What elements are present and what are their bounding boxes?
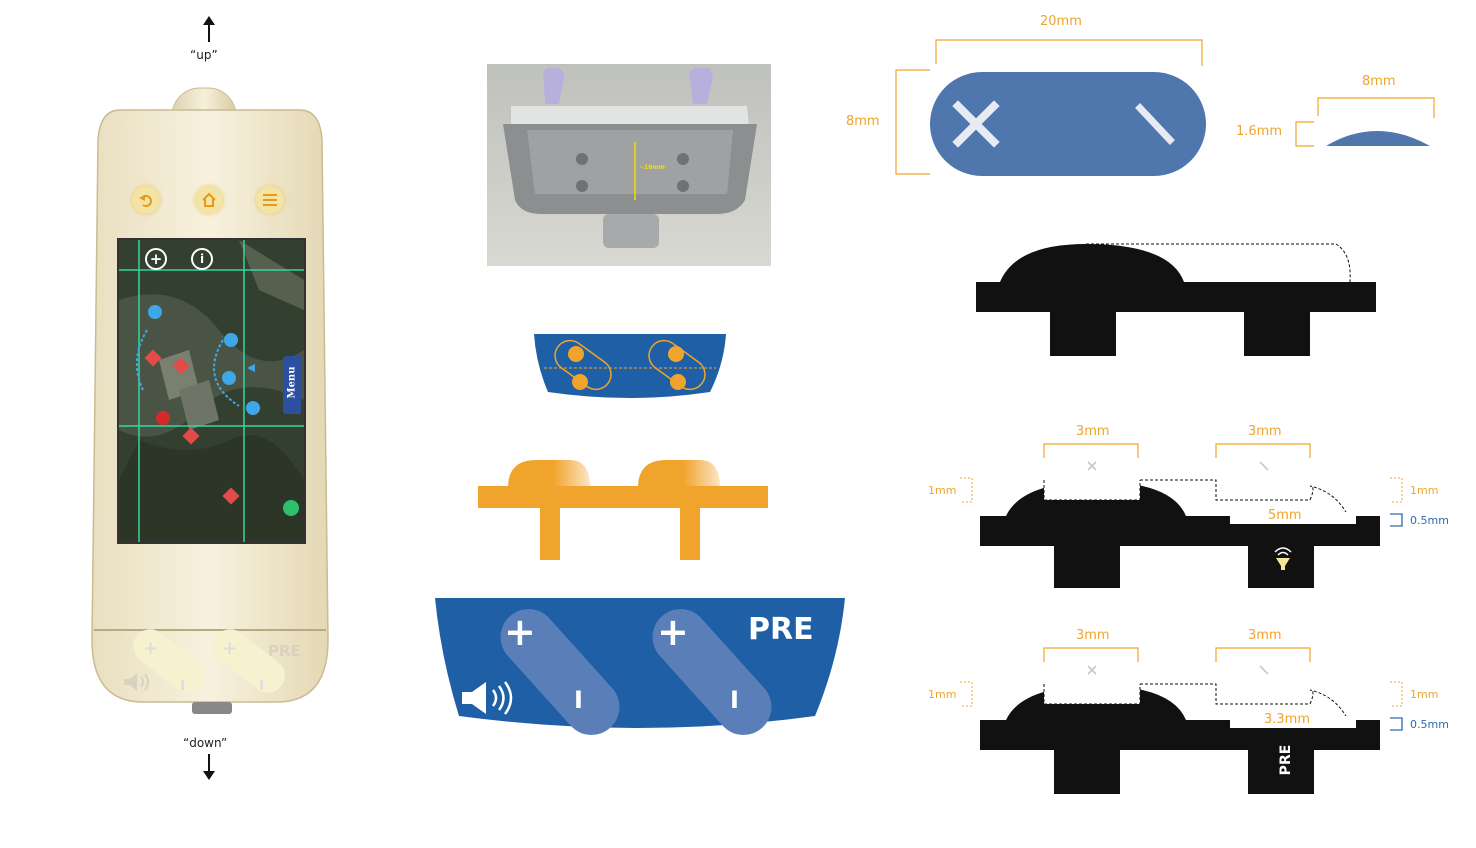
cross2-small-slash-icon	[1259, 461, 1269, 471]
flashlight-icon	[1274, 547, 1292, 570]
cross3-shape	[980, 683, 1380, 794]
side-dome	[1295, 97, 1435, 147]
side-menu-label: Menu	[286, 366, 298, 399]
photo-measure-label: ~16mm	[639, 164, 665, 171]
cross2-right-gap-label: 3mm	[1248, 424, 1282, 439]
cross3-dims	[1043, 647, 1311, 662]
side-height-label: 1.6mm	[1236, 124, 1283, 139]
map-view	[119, 240, 304, 542]
width-20mm-label: 20mm	[1040, 14, 1082, 29]
device-btn1-plus[interactable]: +	[143, 638, 159, 659]
down-label: “down”	[183, 736, 228, 750]
back-icon	[139, 195, 152, 207]
cross2-right-bracket	[1390, 477, 1403, 503]
big-btn1-minus[interactable]: I	[574, 686, 583, 714]
device-bottom-buttons	[133, 629, 285, 693]
cross3-pre-label: PRE	[1278, 744, 1294, 776]
top-pill	[930, 72, 1206, 176]
render-photo: ~16mm	[487, 64, 771, 266]
cross3-right-gap-label: 3mm	[1248, 628, 1282, 643]
big-btn1-plus[interactable]: +	[504, 610, 536, 654]
cross3-right-bracket	[1390, 681, 1403, 707]
cross2-dims	[1043, 443, 1311, 458]
big-keypad-pre-label: PRE	[748, 612, 814, 647]
orange-section	[478, 460, 768, 560]
device-screen[interactable]: + i Menu	[117, 238, 306, 544]
cross3-slot-label: 3.3mm	[1264, 712, 1311, 727]
big-speaker-icon	[462, 681, 513, 715]
top-dim-lines	[895, 39, 1203, 175]
list-icon	[263, 194, 277, 206]
home-button[interactable]	[195, 186, 223, 214]
side-width-label: 8mm	[1362, 74, 1396, 89]
big-keypad-shape	[435, 598, 845, 735]
device-btn1-minus[interactable]: I	[180, 678, 186, 694]
cross3-left-height-label: 1mm	[928, 688, 957, 701]
cross2-left-height-label: 1mm	[928, 484, 957, 497]
cross2-left-gap-label: 3mm	[1076, 424, 1110, 439]
render-shape	[503, 68, 757, 248]
side-menu-tab[interactable]: Menu	[283, 356, 301, 414]
device-pre-label: PRE	[268, 642, 301, 660]
list-button[interactable]	[256, 186, 284, 214]
up-label: “up”	[190, 48, 218, 62]
back-button[interactable]	[132, 186, 160, 214]
big-btn2-minus[interactable]: I	[730, 686, 739, 714]
cross3-right-height-label: 1mm	[1410, 688, 1439, 701]
cross3-small-slash-icon	[1259, 665, 1269, 675]
cross2-slot-label: 5mm	[1268, 508, 1302, 523]
big-btn2-plus[interactable]: +	[657, 610, 689, 654]
cross3-base-label: 0.5mm	[1410, 718, 1449, 731]
small-keypad	[534, 334, 726, 398]
down-arrow-icon	[203, 754, 215, 780]
speaker-icon	[124, 673, 149, 691]
cross3-left-bracket	[960, 681, 973, 707]
cross2-shape	[980, 479, 1380, 588]
cross2-base-bracket	[1390, 513, 1403, 527]
cross3-base-bracket	[1390, 717, 1403, 731]
up-arrow-icon	[203, 16, 215, 42]
device-btn2-plus[interactable]: +	[222, 638, 238, 659]
home-icon	[202, 192, 216, 207]
cross3-small-x-icon	[1087, 665, 1097, 675]
info-circle-icon[interactable]: i	[191, 248, 213, 270]
cross2-base-label: 0.5mm	[1410, 514, 1449, 527]
cross2-left-bracket	[960, 477, 973, 503]
cross2-right-height-label: 1mm	[1410, 484, 1439, 497]
cross3-left-gap-label: 3mm	[1076, 628, 1110, 643]
plus-circle-icon[interactable]: +	[145, 248, 167, 270]
device-btn2-minus[interactable]: I	[259, 678, 265, 694]
cross2-small-x-icon	[1087, 461, 1097, 471]
black-section-1	[976, 243, 1376, 356]
height-8mm-label: 8mm	[846, 114, 880, 129]
